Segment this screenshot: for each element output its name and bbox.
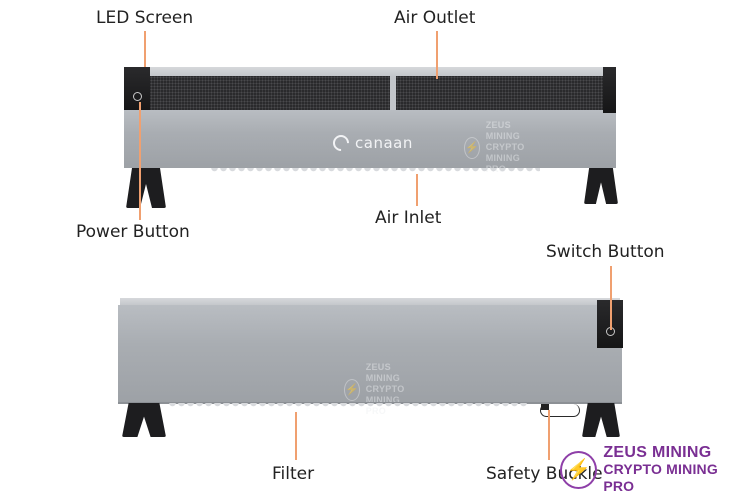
- watermark-line1: ZEUS MINING: [485, 120, 521, 141]
- front-panel: [124, 110, 616, 168]
- left-foot-back: [122, 403, 166, 437]
- left-foot: [126, 168, 166, 208]
- safety-buckle-clip: [541, 404, 549, 410]
- top-strip: [148, 67, 608, 77]
- leader-led-screen: [144, 31, 146, 67]
- label-filter: Filter: [272, 464, 315, 484]
- right-foot: [584, 168, 618, 204]
- right-end-cap: [603, 67, 616, 113]
- leader-power-button: [139, 102, 141, 220]
- label-power-button: Power Button: [76, 222, 190, 242]
- zeus-mining-logo: ⚡ ZEUS MINING CRYPTO MINING PRO: [560, 444, 750, 495]
- leader-safety-buckle: [548, 410, 550, 460]
- safety-buckle-cable: [540, 404, 580, 417]
- led-screen-panel: [124, 67, 150, 113]
- power-button-icon[interactable]: [133, 92, 142, 101]
- leader-air-outlet: [436, 31, 438, 79]
- lightning-bolt-icon: ⚡: [464, 136, 480, 159]
- lightning-bolt-icon: ⚡: [344, 378, 360, 401]
- brand-line1: ZEUS MINING: [603, 444, 712, 461]
- filter-grille: [168, 403, 528, 413]
- grille-divider: [390, 76, 396, 110]
- brand-line2: CRYPTO MINING PRO: [603, 461, 718, 494]
- watermark-line1: ZEUS MINING: [365, 362, 401, 383]
- air-outlet-grille: [150, 76, 606, 110]
- label-air-outlet: Air Outlet: [394, 8, 476, 28]
- top-strip-back: [120, 298, 620, 306]
- right-foot-back: [582, 403, 620, 437]
- label-air-inlet: Air Inlet: [375, 208, 442, 228]
- leader-air-inlet: [416, 174, 418, 206]
- watermark: ⚡ ZEUS MINING CRYPTO MINING PRO: [464, 120, 531, 175]
- canaan-logo: canaan: [329, 131, 413, 155]
- label-led-screen: LED Screen: [96, 8, 194, 28]
- label-switch-button: Switch Button: [546, 242, 665, 262]
- canaan-logo-icon: [329, 131, 353, 155]
- air-inlet-grille: [210, 168, 540, 178]
- back-panel: [118, 305, 622, 403]
- leader-switch-button: [610, 266, 612, 330]
- logo-text: canaan: [355, 134, 413, 152]
- leader-filter: [295, 412, 297, 460]
- lightning-bolt-icon: ⚡: [560, 450, 598, 489]
